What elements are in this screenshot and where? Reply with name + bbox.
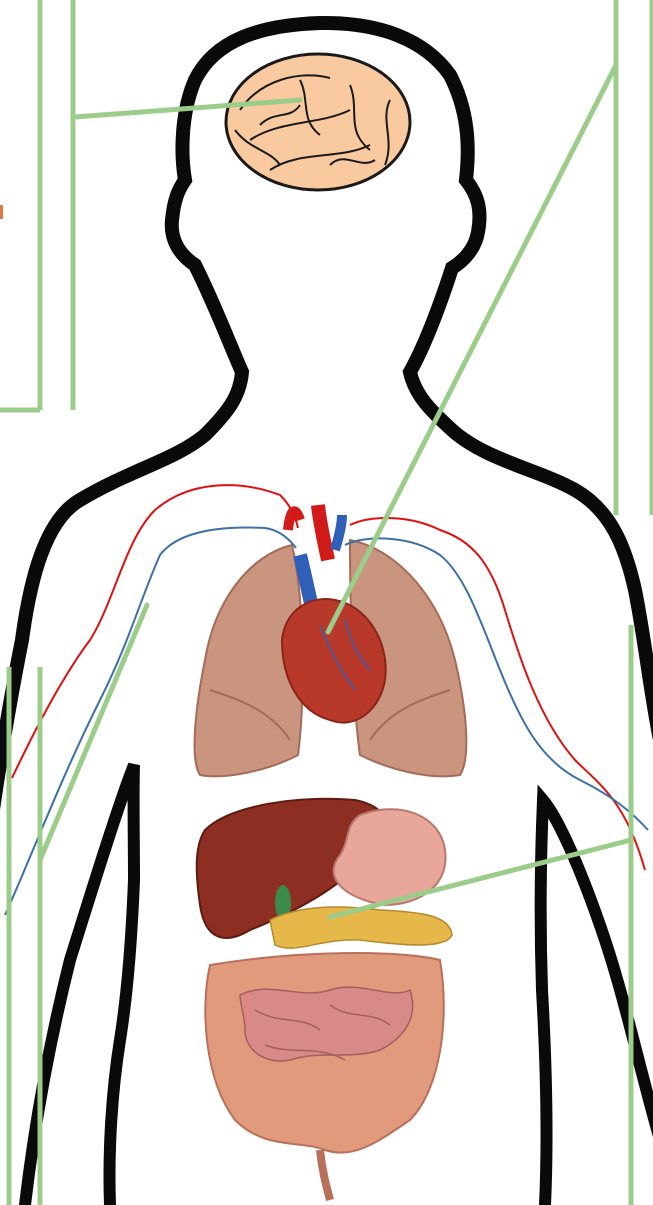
label-box-top-left	[0, 0, 73, 410]
label-box-top-right	[616, 0, 652, 515]
partial-label-mark	[0, 205, 3, 219]
intestines-icon	[205, 953, 443, 1200]
pancreas-icon	[270, 907, 452, 948]
brain-icon	[226, 54, 410, 190]
